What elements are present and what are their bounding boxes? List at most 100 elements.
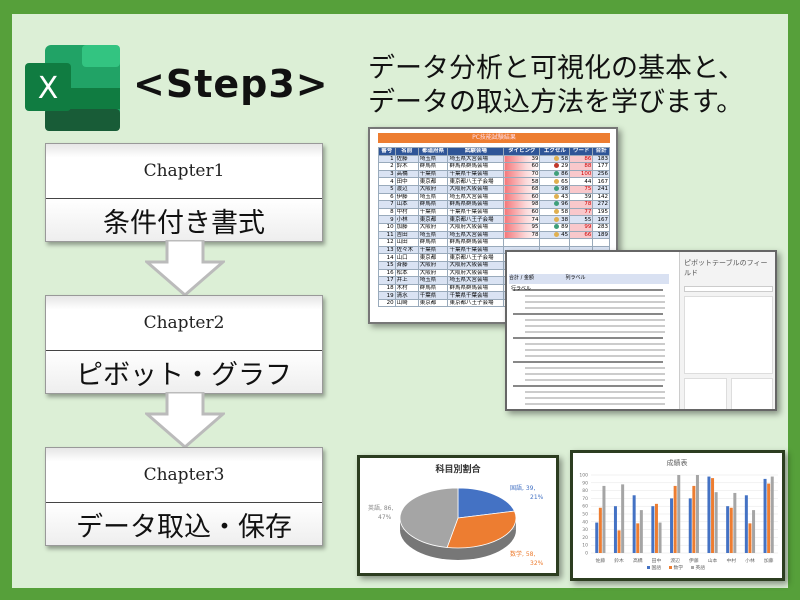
table-cell[interactable]: 16 [378, 268, 396, 278]
column-header[interactable]: 番号 [378, 147, 396, 156]
column-header[interactable]: エクセル [539, 147, 571, 156]
table-cell[interactable]: 65 [539, 177, 571, 186]
table-cell[interactable]: 清水 [394, 291, 419, 300]
table-cell[interactable]: 千葉県千葉会場 [447, 207, 505, 217]
table-cell[interactable]: 東京都八王子会場 [447, 253, 505, 262]
table-cell[interactable]: 千葉県千葉会場 [447, 291, 505, 300]
table-cell[interactable]: 大阪府大阪会場 [447, 268, 505, 278]
table-cell[interactable]: 小林 [394, 215, 419, 224]
table-cell[interactable]: 78 [569, 200, 594, 209]
table-cell[interactable]: 66 [569, 230, 594, 240]
table-cell[interactable]: 99 [569, 222, 594, 232]
table-cell[interactable]: 96 [539, 200, 571, 209]
table-cell[interactable]: 佐々木 [394, 245, 419, 255]
table-cell[interactable]: 東京都 [417, 177, 449, 186]
table-cell[interactable]: 埼玉県大宮会場 [447, 192, 505, 202]
table-cell[interactable]: 山田 [394, 238, 419, 247]
table-cell[interactable]: 田中 [394, 177, 419, 186]
table-cell[interactable]: 241 [592, 184, 610, 194]
table-cell[interactable]: 283 [592, 222, 610, 232]
table-cell[interactable] [569, 238, 594, 247]
table-cell[interactable]: 19 [378, 291, 396, 300]
table-cell[interactable]: 39 [569, 192, 594, 202]
table-cell[interactable]: 3 [378, 169, 396, 179]
column-header[interactable]: ワード [569, 147, 594, 156]
column-header[interactable]: タイピング [503, 147, 541, 156]
table-cell[interactable]: 5 [378, 184, 396, 194]
table-cell[interactable]: 43 [539, 192, 571, 202]
table-cell[interactable]: 群馬県 [417, 238, 449, 247]
table-cell[interactable]: 100 [569, 169, 594, 179]
column-header[interactable]: 試験会場 [447, 147, 505, 156]
table-cell[interactable]: 千葉県 [417, 207, 449, 217]
table-cell[interactable]: 39 [503, 154, 541, 164]
table-cell[interactable]: 10 [378, 222, 396, 232]
table-cell[interactable]: 78 [503, 230, 541, 240]
table-cell[interactable]: 千葉県千葉会場 [447, 245, 505, 255]
table-cell[interactable]: 17 [378, 276, 396, 285]
table-cell[interactable]: 4 [378, 177, 396, 186]
table-cell[interactable]: 山口 [394, 253, 419, 262]
table-cell[interactable]: 井上 [394, 276, 419, 285]
table-cell[interactable]: 9 [378, 215, 396, 224]
table-cell[interactable]: 256 [592, 169, 610, 179]
table-cell[interactable]: 東京都 [417, 298, 449, 308]
table-cell[interactable]: 群馬県 [417, 200, 449, 209]
table-cell[interactable]: 98 [539, 184, 571, 194]
table-cell[interactable]: 74 [503, 215, 541, 224]
table-cell[interactable]: 東京都八王子会場 [447, 177, 505, 186]
table-cell[interactable]: 167 [592, 215, 610, 224]
table-cell[interactable]: 東京都 [417, 215, 449, 224]
table-cell[interactable]: 60 [503, 207, 541, 217]
table-cell[interactable]: 167 [592, 177, 610, 186]
table-cell[interactable]: 20 [378, 298, 396, 308]
table-cell[interactable]: 埼玉県大宮会場 [447, 154, 505, 164]
table-cell[interactable]: 埼玉県大宮会場 [447, 230, 505, 240]
table-cell[interactable]: 埼玉県 [417, 154, 449, 164]
table-cell[interactable]: 195 [592, 207, 610, 217]
table-cell[interactable]: 14 [378, 253, 396, 262]
table-cell[interactable]: 群馬県群馬会場 [447, 200, 505, 209]
table-cell[interactable]: 44 [569, 177, 594, 186]
table-cell[interactable]: 2 [378, 162, 396, 171]
table-cell[interactable]: 斉藤 [394, 260, 419, 270]
table-cell[interactable]: 大阪府 [417, 260, 449, 270]
table-cell[interactable]: 山崎 [394, 298, 419, 308]
table-cell[interactable]: 7 [378, 200, 396, 209]
table-cell[interactable]: 木村 [394, 283, 419, 293]
table-cell[interactable]: 88 [569, 162, 594, 171]
table-cell[interactable]: 山本 [394, 200, 419, 209]
table-cell[interactable]: 大阪府 [417, 268, 449, 278]
table-cell[interactable]: 60 [503, 162, 541, 171]
table-cell[interactable]: 埼玉県 [417, 192, 449, 202]
table-cell[interactable]: 千葉県千葉会場 [447, 169, 505, 179]
table-cell[interactable] [503, 238, 541, 247]
table-cell[interactable]: 千葉県 [417, 169, 449, 179]
table-cell[interactable]: 埼玉県大宮会場 [447, 276, 505, 285]
table-cell[interactable]: 29 [539, 162, 571, 171]
table-cell[interactable]: 加藤 [394, 222, 419, 232]
table-cell[interactable]: 大阪府大阪会場 [447, 222, 505, 232]
column-header[interactable]: 合計 [592, 147, 610, 156]
table-cell[interactable]: 189 [592, 230, 610, 240]
table-cell[interactable]: 大阪府 [417, 184, 449, 194]
table-cell[interactable] [592, 238, 610, 247]
table-cell[interactable]: 東京都 [417, 253, 449, 262]
table-cell[interactable]: 8 [378, 207, 396, 217]
table-cell[interactable]: 1 [378, 154, 396, 164]
table-cell[interactable]: 15 [378, 260, 396, 270]
table-cell[interactable]: 45 [539, 230, 571, 240]
table-cell[interactable]: 埼玉県 [417, 230, 449, 240]
table-cell[interactable]: 吉田 [394, 230, 419, 240]
table-cell[interactable]: 千葉県 [417, 245, 449, 255]
table-cell[interactable]: 群馬県群馬会場 [447, 162, 505, 171]
table-cell[interactable] [539, 238, 571, 247]
table-cell[interactable]: 群馬県 [417, 162, 449, 171]
table-cell[interactable]: 中村 [394, 207, 419, 217]
table-cell[interactable]: 68 [503, 184, 541, 194]
table-cell[interactable]: 70 [503, 169, 541, 179]
pivot-search-box[interactable] [684, 286, 773, 292]
table-cell[interactable]: 272 [592, 200, 610, 209]
table-cell[interactable]: 6 [378, 192, 396, 202]
table-cell[interactable]: 13 [378, 245, 396, 255]
